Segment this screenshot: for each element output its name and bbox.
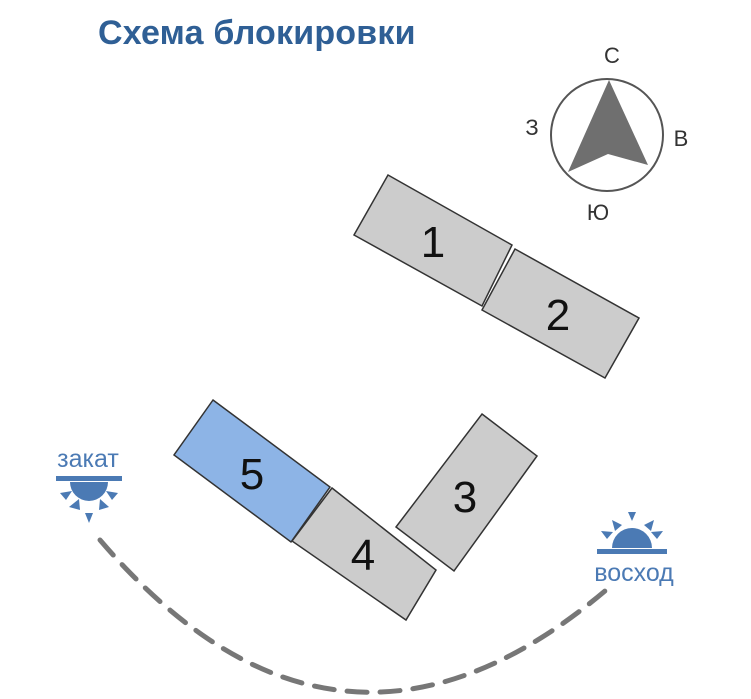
compass: С Ю З В <box>525 43 688 225</box>
building-1[interactable]: 1 <box>352 173 513 308</box>
compass-east-label: В <box>674 126 689 151</box>
building-1-label: 1 <box>421 218 445 267</box>
sunset: закат <box>56 445 122 523</box>
building-3-shape[interactable] <box>394 412 539 573</box>
sunrise-label: восход <box>594 559 674 587</box>
north-arrow-icon <box>568 80 648 172</box>
compass-south-label: Ю <box>587 200 609 225</box>
sunrise-icon <box>597 512 667 554</box>
building-2-shape[interactable] <box>480 247 641 380</box>
building-5[interactable]: 5 <box>172 398 332 544</box>
building-5-shape[interactable] <box>172 398 332 544</box>
sun-path <box>97 537 615 695</box>
sunrise: восход <box>594 512 674 587</box>
building-3[interactable]: 3 <box>394 412 539 573</box>
building-2[interactable]: 2 <box>480 247 641 380</box>
compass-ring <box>550 78 664 192</box>
building-1-shape[interactable] <box>352 173 513 308</box>
page-title: Схема блокировки <box>98 14 416 52</box>
building-4-label: 4 <box>351 531 375 580</box>
building-4[interactable]: 4 <box>290 486 437 622</box>
building-4-shape[interactable] <box>290 486 437 622</box>
compass-west-label: З <box>525 115 538 140</box>
building-5-label: 5 <box>240 450 264 499</box>
building-3-label: 3 <box>453 473 477 522</box>
compass-north-label: С <box>604 43 620 68</box>
sunset-label: закат <box>57 445 119 473</box>
building-2-label: 2 <box>546 291 570 340</box>
sunset-icon <box>56 476 122 523</box>
